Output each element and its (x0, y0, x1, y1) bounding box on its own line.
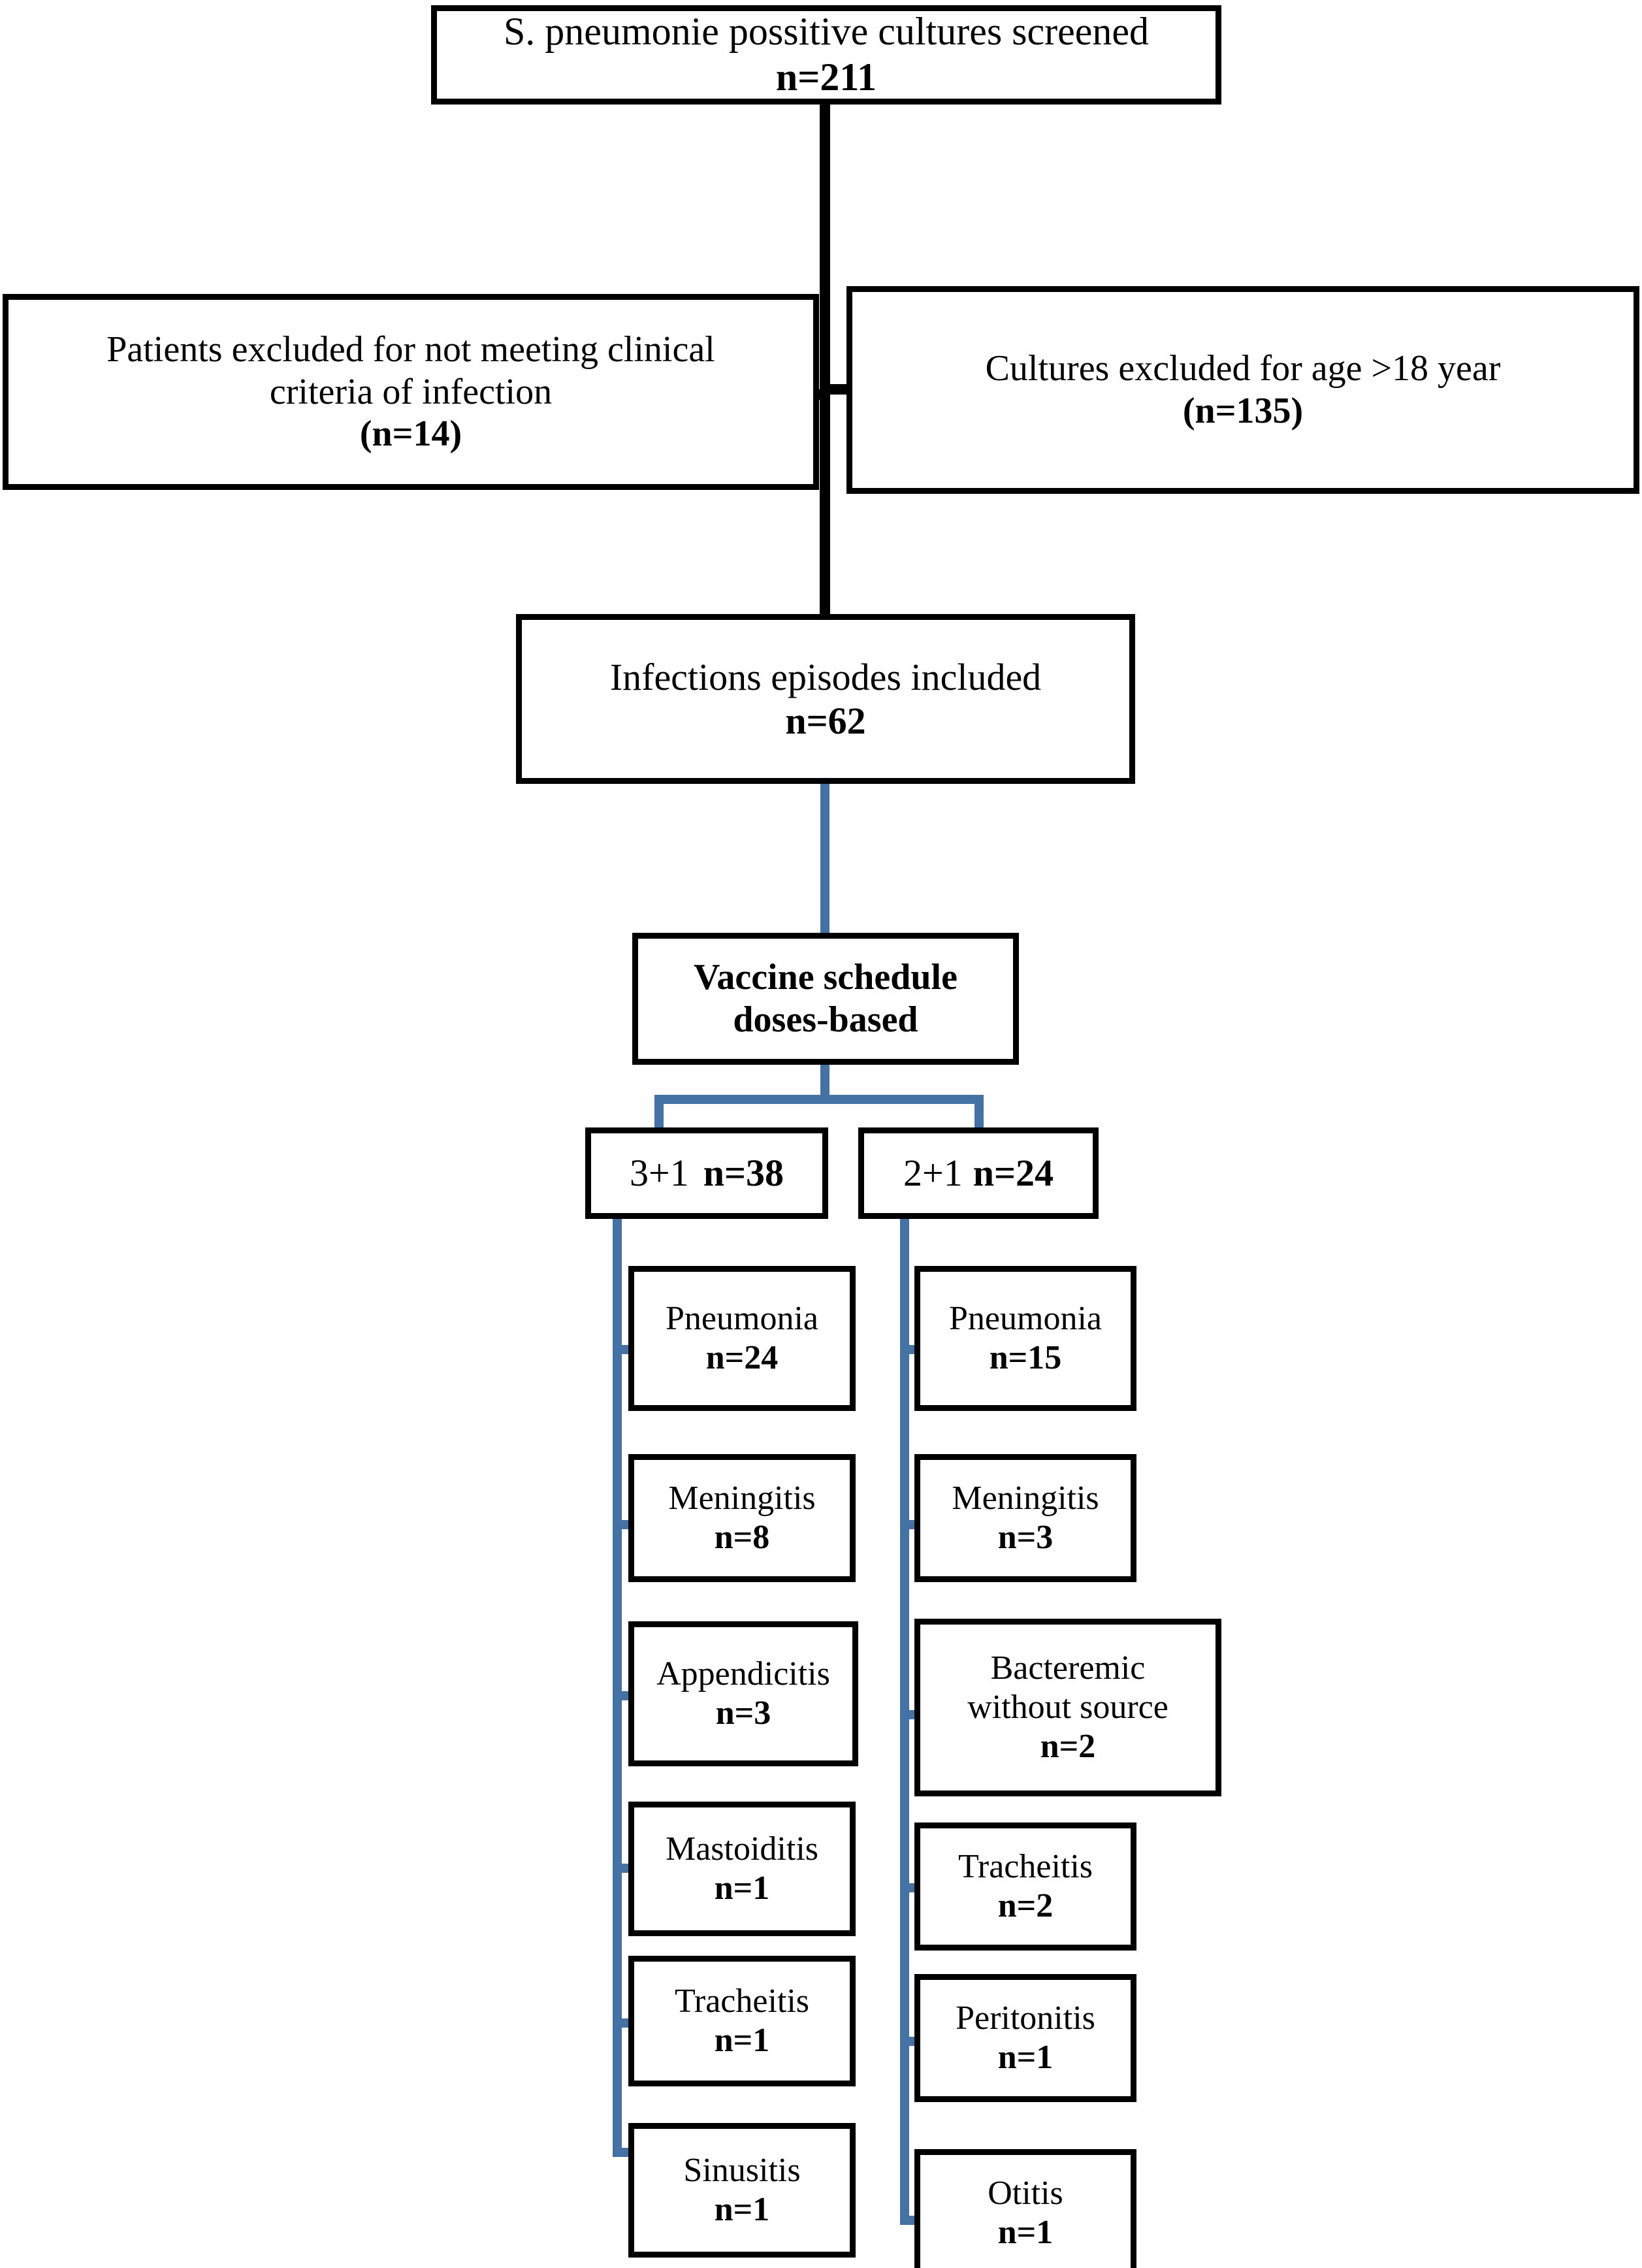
node-included-episodes[interactable]: Infections episodes included n=62 (516, 614, 1135, 784)
node-exclusion-clinical-count: (n=14) (359, 413, 462, 455)
leaf-left-mastoiditis[interactable]: Mastoiditis n=1 (628, 1802, 856, 1936)
connector-bus-drop-left (654, 1095, 664, 1129)
leaf-right-bacteremic-label-line2: without source (967, 1688, 1168, 1726)
leaf-right-meningitis-count: n=3 (997, 1519, 1054, 1556)
node-arm-two-plus-one[interactable]: 2+1 n=24 (858, 1127, 1099, 1219)
node-arm-three-plus-one-count: n=38 (703, 1152, 784, 1195)
leaf-left-meningitis-count: n=8 (714, 1519, 770, 1556)
leaf-left-mastoiditis-label: Mastoiditis (665, 1830, 819, 1868)
leaf-right-meningitis-label: Meningitis (952, 1479, 1099, 1517)
leaf-right-bacteremic-label-line1: Bacteremic (990, 1649, 1146, 1687)
leaf-right-peritonitis[interactable]: Peritonitis n=1 (914, 1974, 1136, 2102)
node-root-count: n=211 (775, 56, 877, 99)
leaf-right-bacteremic-count: n=2 (1040, 1728, 1096, 1766)
node-exclusion-clinical-line2: criteria of infection (269, 371, 553, 412)
leaf-left-meningitis[interactable]: Meningitis n=8 (628, 1454, 856, 1582)
node-vaccine-line2: doses-based (733, 999, 918, 1040)
leaf-left-appendicitis[interactable]: Appendicitis n=3 (628, 1621, 858, 1766)
leaf-right-pneumonia[interactable]: Pneumonia n=15 (914, 1266, 1136, 1411)
node-root-screened[interactable]: S. pneumonie possitive cultures screened… (431, 5, 1221, 105)
leaf-left-tracheitis-count: n=1 (714, 2022, 770, 2059)
leaf-right-meningitis[interactable]: Meningitis n=3 (914, 1454, 1136, 1582)
connector-bus-drop-right (974, 1095, 984, 1129)
node-included-label: Infections episodes included (609, 655, 1042, 698)
node-arm-three-plus-one-schedule: 3+1 (629, 1152, 689, 1195)
leaf-left-sinusitis-label: Sinusitis (683, 2151, 801, 2189)
connector-arm-bus (654, 1095, 984, 1104)
node-vaccine-schedule[interactable]: Vaccine schedule doses-based (632, 933, 1019, 1065)
node-arm-two-plus-one-schedule: 2+1 (903, 1152, 963, 1195)
leaf-right-peritonitis-label: Peritonitis (956, 1999, 1095, 2037)
leaf-left-pneumonia-label: Pneumonia (666, 1299, 818, 1337)
leaf-right-bacteremic-without-source[interactable]: Bacteremic without source n=2 (914, 1619, 1221, 1796)
leaf-left-appendicitis-count: n=3 (715, 1694, 771, 1732)
node-arm-two-plus-one-count: n=24 (973, 1152, 1054, 1195)
connector-stub-exclusion-right (824, 384, 853, 395)
leaf-right-tracheitis[interactable]: Tracheitis n=2 (914, 1822, 1136, 1951)
node-vaccine-line1: Vaccine schedule (694, 957, 958, 998)
leaf-right-tracheitis-label: Tracheitis (958, 1847, 1093, 1885)
connector-spine-left-arm (613, 1219, 622, 2157)
leaf-left-sinusitis-count: n=1 (714, 2191, 770, 2228)
leaf-right-pneumonia-label: Pneumonia (949, 1299, 1102, 1337)
connector-root-trunk (820, 103, 830, 619)
leaf-left-mastoiditis-count: n=1 (714, 1870, 770, 1907)
leaf-left-sinusitis[interactable]: Sinusitis n=1 (628, 2123, 856, 2258)
node-included-count: n=62 (785, 700, 866, 742)
leaf-left-pneumonia[interactable]: Pneumonia n=24 (628, 1266, 856, 1411)
leaf-right-otitis-label: Otitis (988, 2174, 1063, 2212)
leaf-left-pneumonia-count: n=24 (705, 1339, 779, 1376)
connector-spine-right-arm (900, 1219, 909, 2225)
connector-included-to-vaccine (820, 784, 829, 934)
connector-vaccine-stem (820, 1063, 829, 1097)
node-exclusion-age-count: (n=135) (1182, 391, 1304, 431)
node-exclusion-age-line1: Cultures excluded for age >18 year (985, 348, 1501, 389)
leaf-left-tracheitis[interactable]: Tracheitis n=1 (628, 1956, 856, 2086)
leaf-right-peritonitis-count: n=1 (997, 2039, 1054, 2076)
node-exclusion-clinical-criteria[interactable]: Patients excluded for not meeting clinic… (3, 294, 819, 490)
leaf-right-otitis-count: n=1 (997, 2214, 1054, 2251)
leaf-left-tracheitis-label: Tracheitis (674, 1982, 810, 2020)
leaf-right-pneumonia-count: n=15 (989, 1339, 1062, 1376)
leaf-right-tracheitis-count: n=2 (997, 1887, 1054, 1924)
node-root-label: S. pneumonie possitive cultures screened (503, 10, 1150, 54)
leaf-right-otitis[interactable]: Otitis n=1 (914, 2149, 1136, 2268)
leaf-left-appendicitis-label: Appendicitis (656, 1655, 830, 1693)
node-exclusion-age-over-18[interactable]: Cultures excluded for age >18 year (n=13… (846, 286, 1639, 494)
node-arm-three-plus-one[interactable]: 3+1 n=38 (585, 1127, 828, 1219)
leaf-left-meningitis-label: Meningitis (668, 1479, 816, 1517)
node-exclusion-clinical-line1: Patients excluded for not meeting clinic… (106, 329, 715, 370)
